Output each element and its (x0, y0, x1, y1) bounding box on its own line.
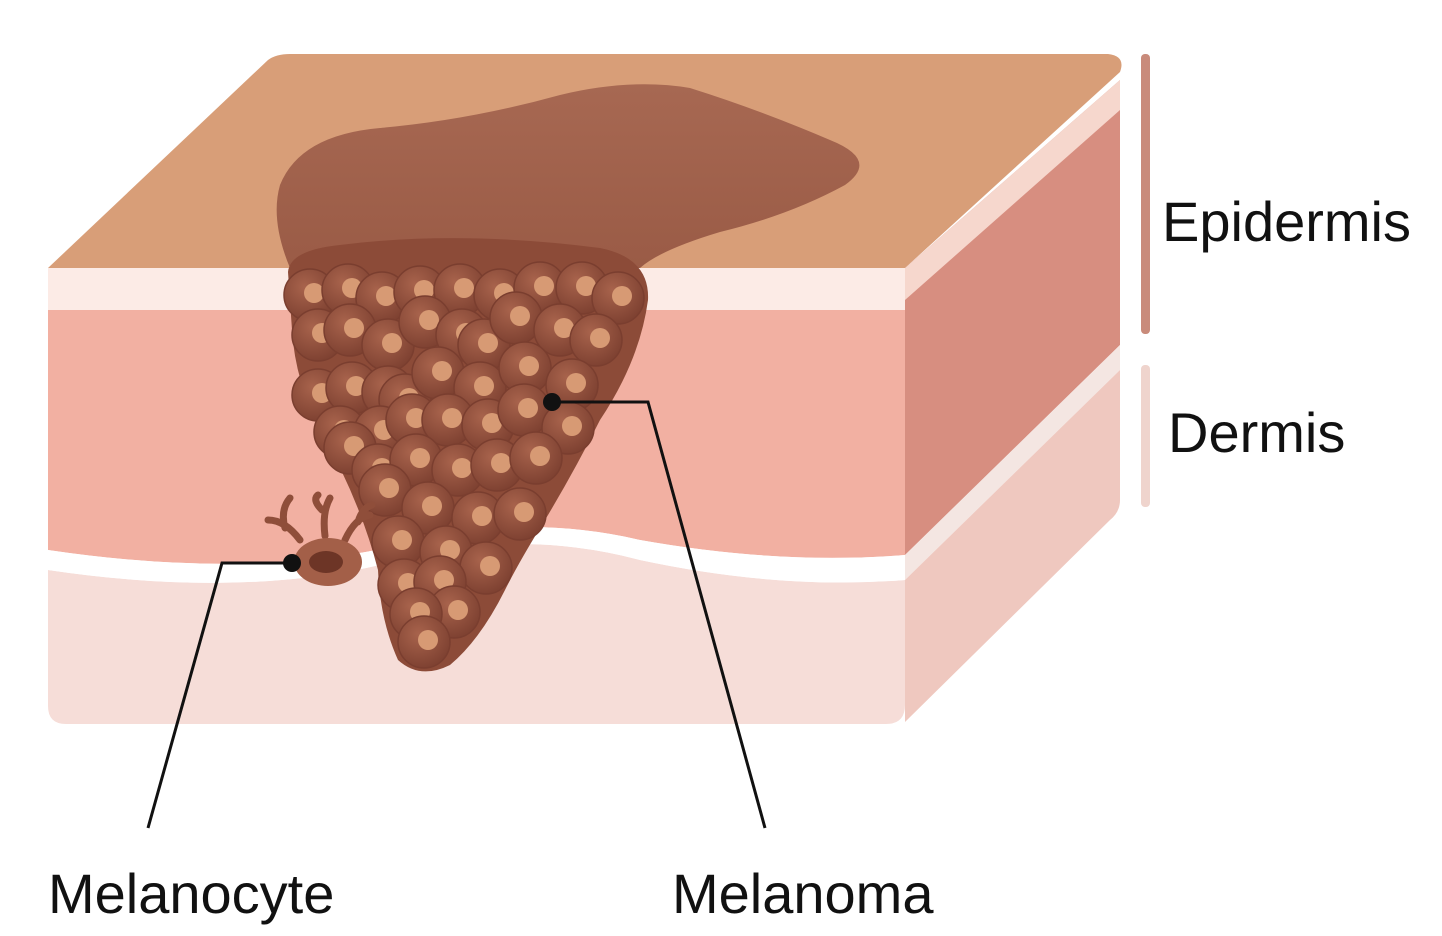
tumor-cell-nucleus (530, 446, 550, 466)
epidermis-bracket-bar (1141, 54, 1150, 334)
tumor-cell-nucleus (566, 373, 586, 393)
melanoma-label: Melanoma (672, 866, 933, 922)
tumor-cell-nucleus (474, 376, 494, 396)
tumor-cell-nucleus (382, 333, 402, 353)
tumor-cell-nucleus (510, 306, 530, 326)
tumor-cell-nucleus (442, 408, 462, 428)
tumor-cell-nucleus (344, 318, 364, 338)
tumor-cell-nucleus (304, 283, 324, 303)
tumor-cell-nucleus (454, 278, 474, 298)
tumor-cell-nucleus (452, 458, 472, 478)
tumor-cell-nucleus (519, 356, 539, 376)
tumor-cell-nucleus (379, 478, 399, 498)
tumor-cell-nucleus (590, 328, 610, 348)
tumor-cell-nucleus (448, 600, 468, 620)
melanocyte-leader-dot (283, 554, 301, 572)
epidermis-label: Epidermis (1162, 194, 1411, 250)
tumor-cell-nucleus (392, 530, 412, 550)
dermis-label: Dermis (1168, 405, 1345, 461)
melanocyte-nucleus (309, 551, 343, 573)
melanocyte-label: Melanocyte (48, 866, 334, 922)
tumor-cell-nucleus (376, 286, 396, 306)
tumor-cell-nucleus (478, 333, 498, 353)
tumor-cell-nucleus (419, 310, 439, 330)
melanoma-leader-dot (543, 393, 561, 411)
dermis-bracket-bar (1141, 365, 1150, 507)
tumor-cell-nucleus (432, 361, 452, 381)
tumor-cell-nucleus (422, 496, 442, 516)
tumor-cell-nucleus (562, 416, 582, 436)
tumor-cell-nucleus (472, 506, 492, 526)
tumor-cell-nucleus (612, 286, 632, 306)
tumor-cell-nucleus (518, 398, 538, 418)
tumor-cell-nucleus (514, 502, 534, 522)
tumor-cell-nucleus (534, 276, 554, 296)
tumor-cell-nucleus (491, 453, 511, 473)
tumor-cell-nucleus (410, 448, 430, 468)
tumor-cell-nucleus (418, 630, 438, 650)
tumor-cell-nucleus (480, 556, 500, 576)
